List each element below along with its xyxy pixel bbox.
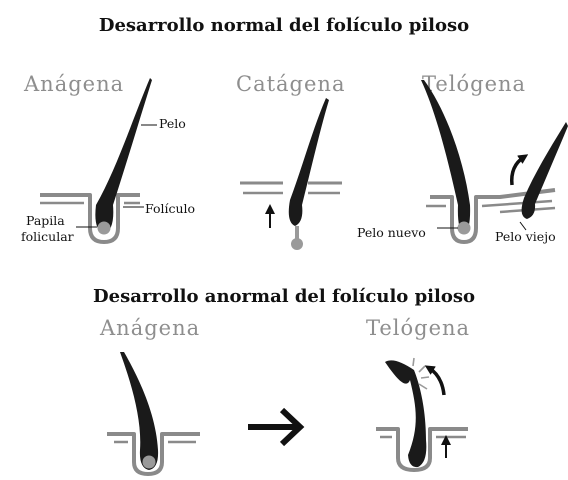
transition-arrow [248, 410, 300, 444]
abnormal-anagen-hair [120, 352, 158, 470]
anagen-papilla [98, 222, 111, 235]
abnormal-anagen-follicle [107, 352, 200, 474]
catagen-papilla [291, 238, 303, 250]
abnormal-telogen-follicle [376, 358, 468, 470]
abnormal-anagen-papilla [143, 456, 156, 469]
telogen-curved-arrow [512, 157, 524, 185]
catagen-hair [289, 98, 329, 226]
catagen-follicle [240, 98, 342, 250]
telogen-new-hair [421, 80, 470, 234]
telogen-old-hair [522, 122, 568, 219]
abnormal-telogen-curved-arrow [429, 368, 444, 395]
telogen-follicle [421, 80, 568, 242]
telogen-papilla [458, 222, 471, 235]
anagen-hair [95, 78, 152, 234]
abnormal-telogen-hair [385, 360, 426, 467]
anagen-follicle [40, 78, 157, 242]
